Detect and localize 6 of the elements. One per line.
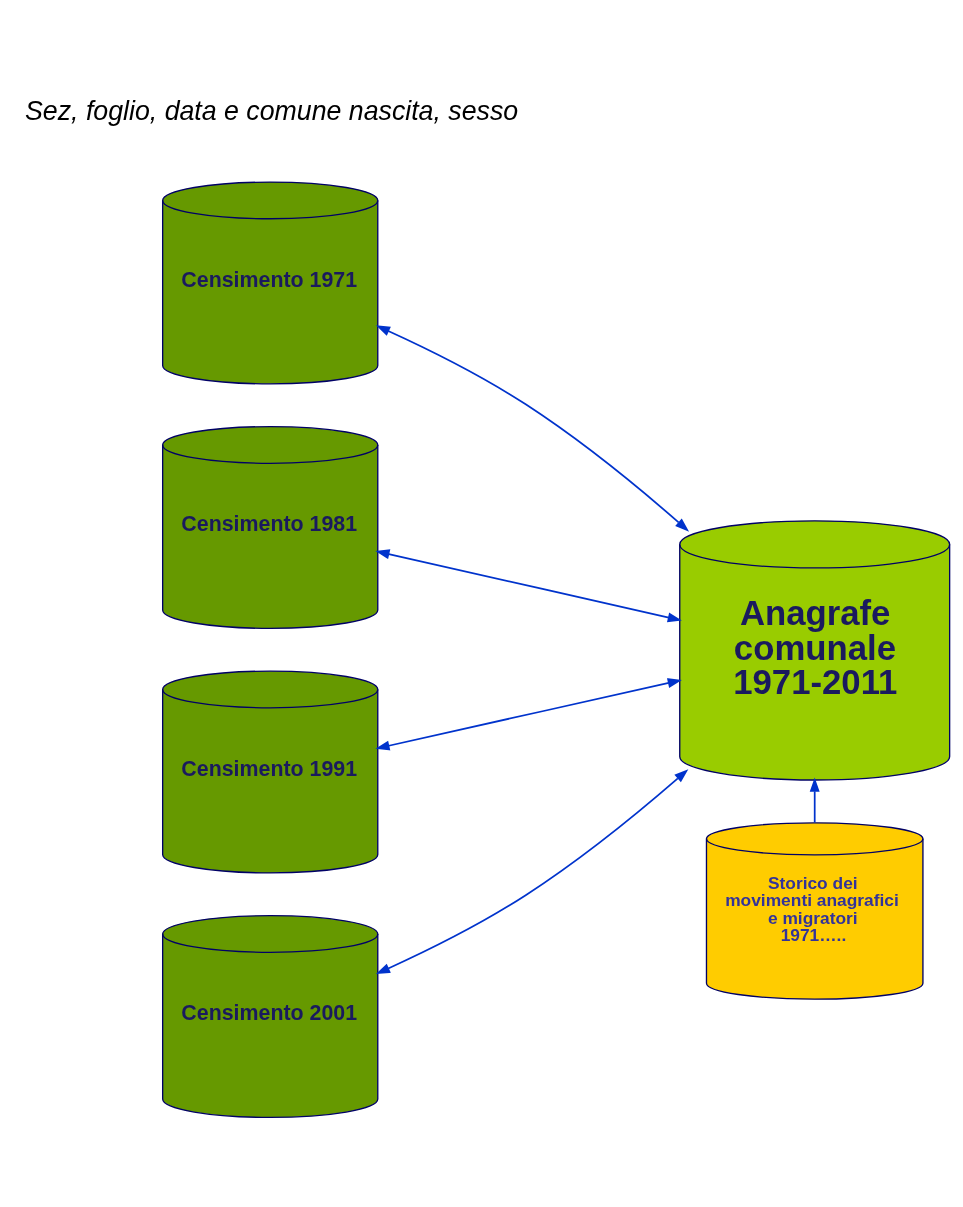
arrow (375, 324, 689, 532)
arrow (374, 677, 682, 750)
arrow (809, 776, 820, 823)
label: Sez, foglio, data e comune nascita, sesso (24, 95, 518, 126)
arrow (375, 768, 688, 974)
arrow (374, 548, 682, 622)
